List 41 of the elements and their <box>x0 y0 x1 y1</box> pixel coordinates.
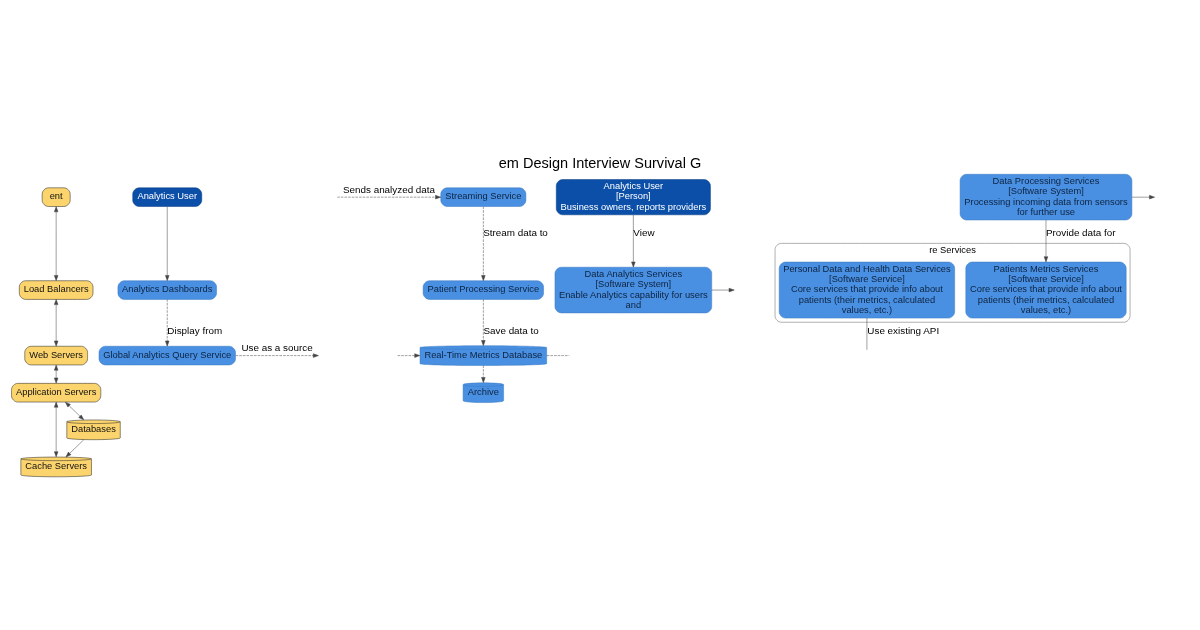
arrow <box>54 298 59 346</box>
node-box: Application Servers <box>11 382 102 402</box>
arrow <box>711 287 735 292</box>
node-box: Analytics User <box>132 187 202 207</box>
arrow <box>481 298 486 346</box>
node-box: Data Analytics Services [Software System] Enable Analytics capability for users and <box>554 266 712 313</box>
diagram-title: em Design Interview Survival G <box>498 154 702 171</box>
edge-label: Save data to <box>483 324 539 336</box>
arrow <box>65 401 85 420</box>
node-box: Analytics Dashboards <box>117 279 217 300</box>
node-box: Web Servers <box>24 345 88 365</box>
node-box: Load Balancers <box>19 279 94 300</box>
edge-label: Use as a source <box>241 341 313 353</box>
edge-label: Stream data to <box>483 226 548 238</box>
arrow <box>1043 219 1049 262</box>
node-box: Data Processing Services [Software System] Processing incoming data from sensors for further use <box>959 173 1133 220</box>
node-box: Personal Data and Health Data Services [Software Service] Core services that provide info about patients (their metrics, calculated values, etc.) <box>778 261 955 318</box>
arrow <box>235 353 319 358</box>
arrow <box>481 364 486 383</box>
arrow <box>397 353 421 358</box>
arrow <box>54 401 59 457</box>
node-box: Analytics User [Person] Business owners, reports providers <box>556 178 711 215</box>
edge-label: Sends analyzed data <box>342 183 436 195</box>
arrow <box>337 194 441 199</box>
arrow <box>165 298 170 346</box>
arrow <box>631 214 636 267</box>
edge-label: Use existing API <box>867 324 940 336</box>
arrow <box>1131 194 1155 199</box>
edge-label: Display from <box>167 324 223 336</box>
node-box: ent <box>41 187 71 207</box>
node-box: Patients Metrics Services [Software Service] Core services that provide info about patients (their metrics, calculated values, etc.) <box>965 261 1127 318</box>
edge-label: View <box>633 226 655 238</box>
arrow <box>65 439 84 457</box>
arrow <box>481 205 486 281</box>
arrow <box>54 364 59 383</box>
arrow <box>54 205 59 281</box>
node-box: Patient Processing Service <box>422 279 544 300</box>
node-box: Global Analytics Query Service <box>98 345 236 365</box>
node-box: Streaming Service <box>440 187 527 207</box>
arrow <box>165 205 170 281</box>
edge-label: Provide data for <box>1045 226 1116 238</box>
